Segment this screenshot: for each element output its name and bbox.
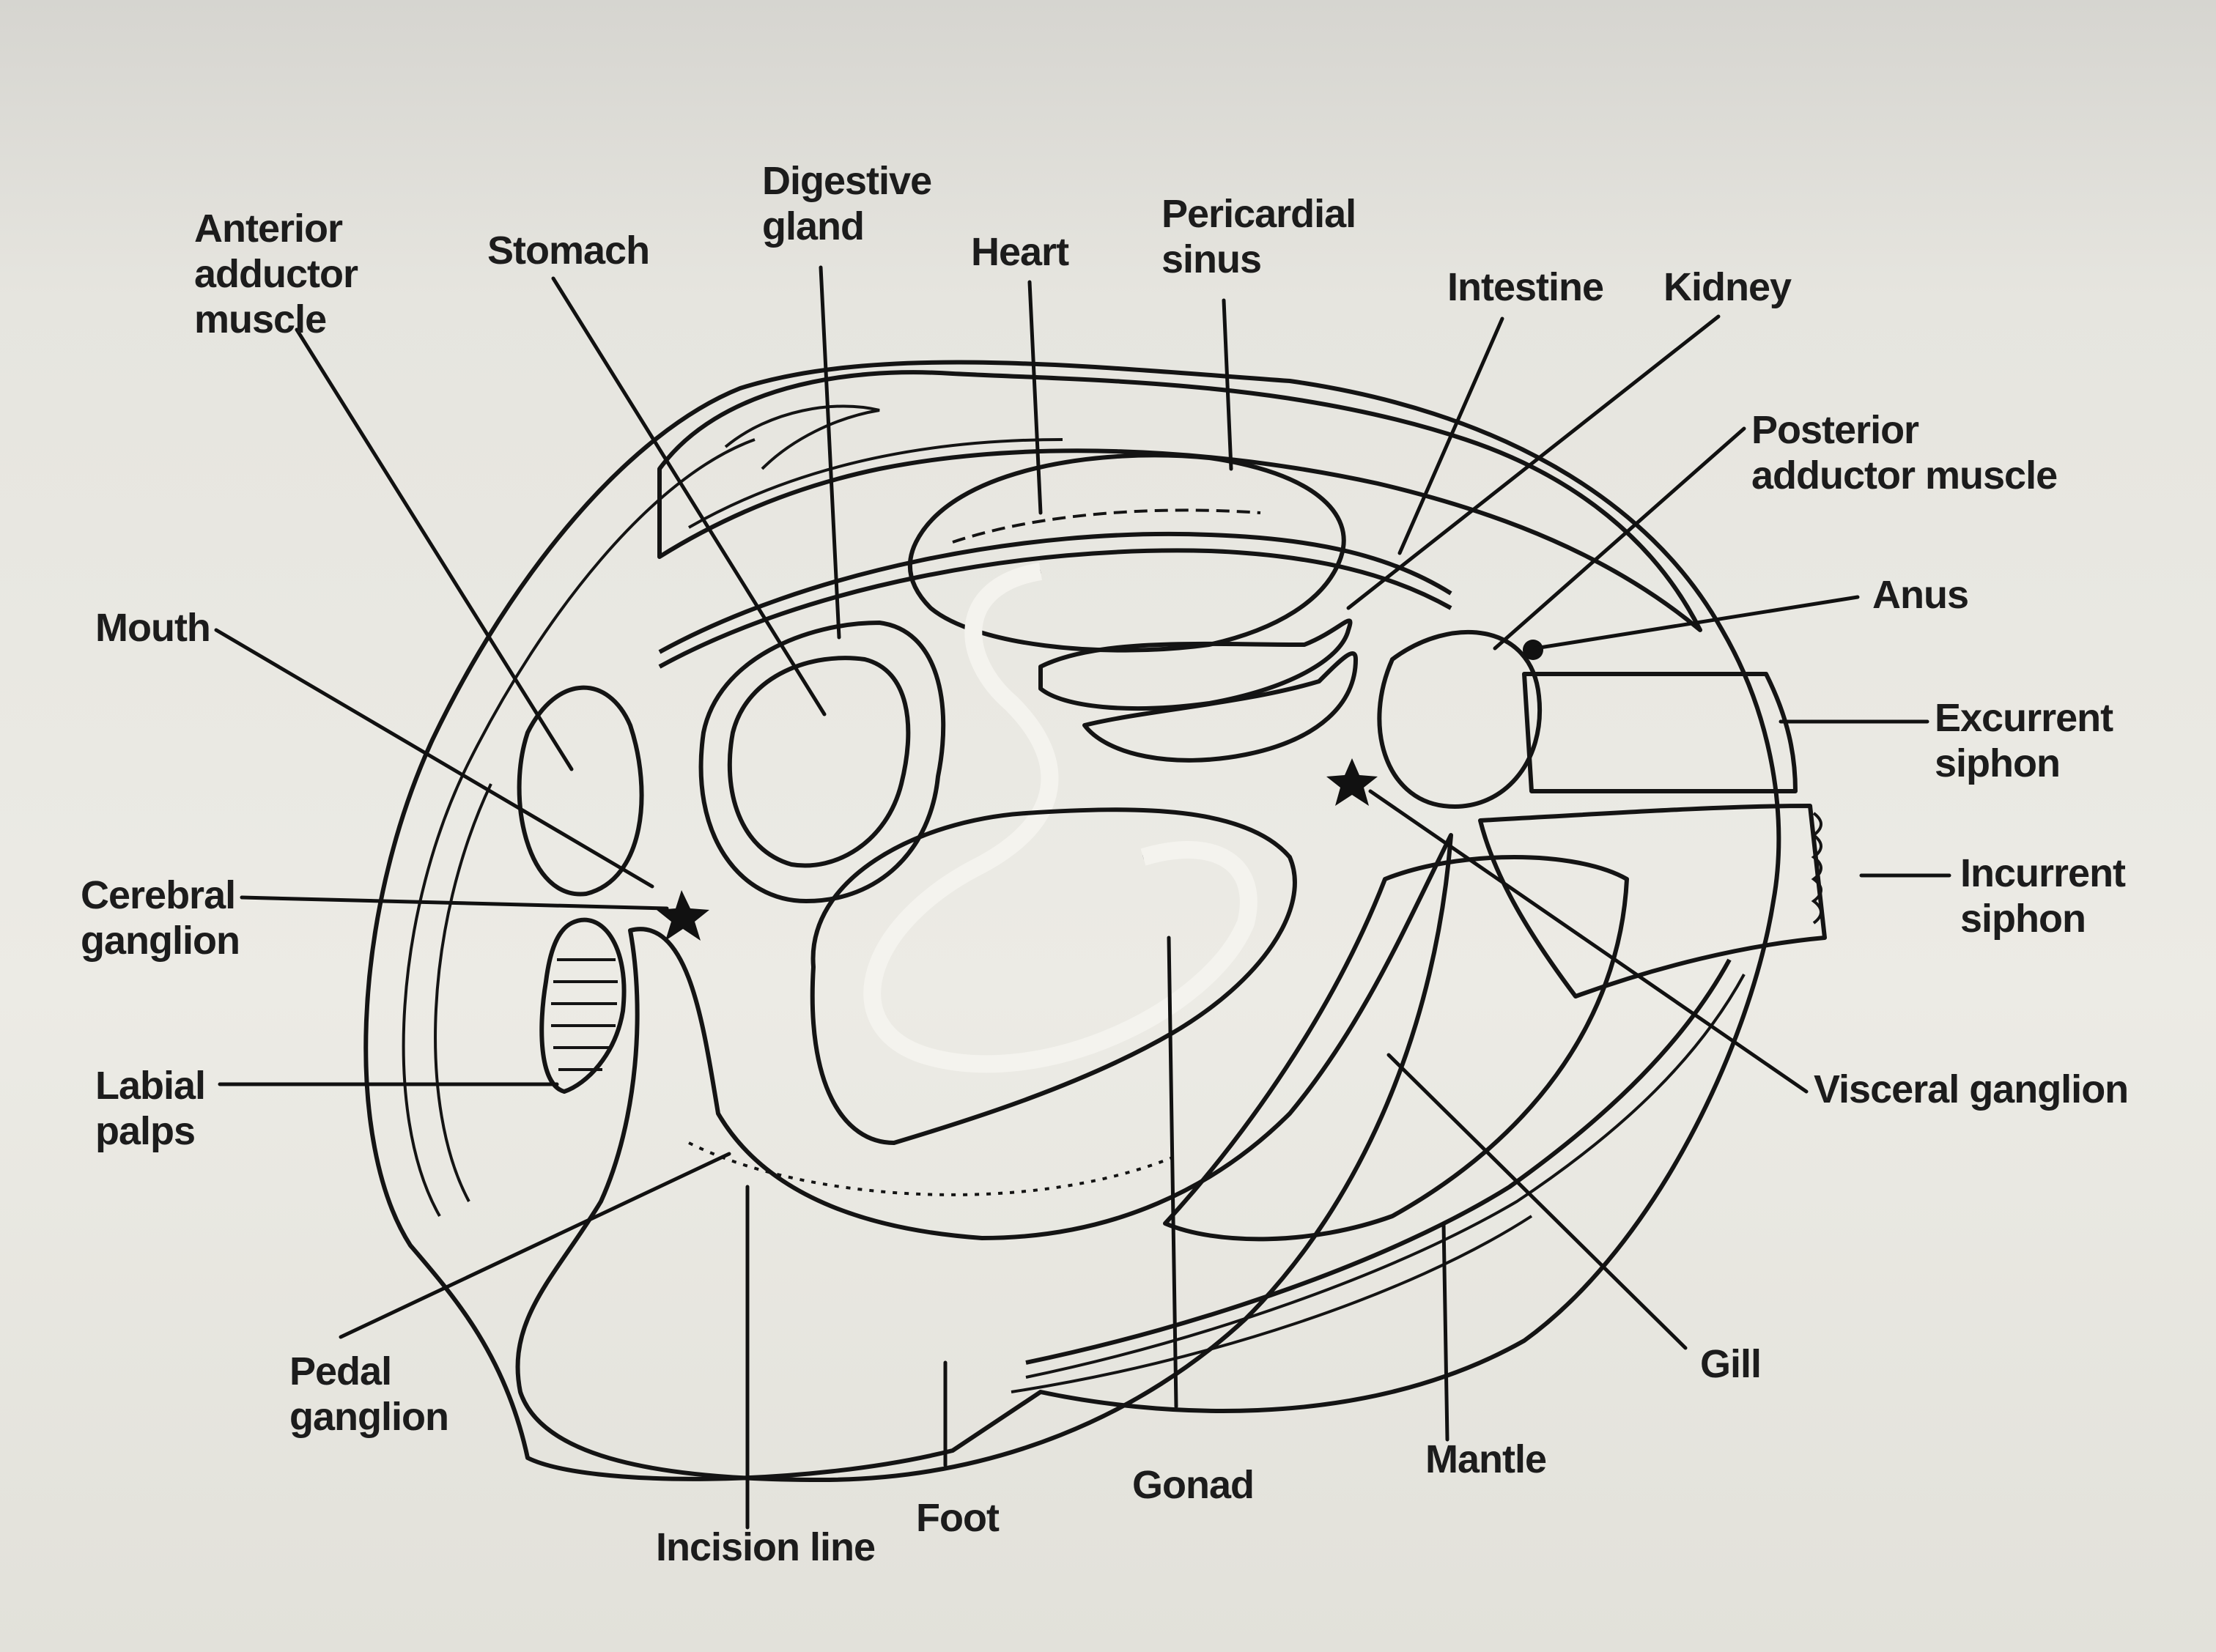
gill-shape: [1163, 855, 1629, 1242]
label-line: siphon: [1935, 741, 2060, 785]
label-foot: Foot: [916, 1496, 1000, 1540]
label-heart: Heart: [971, 230, 1069, 274]
label-line: Stomach: [487, 229, 649, 273]
label-line: Incurrent: [1960, 851, 2126, 895]
leader-stomach: [551, 276, 827, 716]
label-line: sinus: [1161, 237, 1261, 281]
label-incision-line: Incision line: [656, 1525, 875, 1569]
label-line: Heart: [971, 230, 1069, 274]
leader-anus: [1533, 595, 1860, 651]
leader-visceral-ganglion: [1368, 789, 1809, 1094]
label-line: Kidney: [1663, 265, 1792, 309]
leader-gonad: [1167, 936, 1178, 1409]
label-line: Digestive: [762, 159, 931, 203]
label-gonad: Gonad: [1132, 1463, 1254, 1507]
label-visceral-ganglion: Visceral ganglion: [1814, 1067, 2128, 1111]
leader-mouth: [214, 628, 654, 889]
gonad-shape: [810, 807, 1297, 1145]
labial-palps-shape: [539, 917, 627, 1094]
mantle-rim: [1011, 958, 1746, 1393]
leader-gill: [1386, 1053, 1688, 1350]
label-line: Intestine: [1447, 265, 1603, 309]
foot-shape: [515, 833, 1453, 1482]
label-line: ganglion: [81, 919, 240, 963]
label-gill: Gill: [1700, 1342, 1761, 1386]
ganglia-markers: [657, 640, 1543, 941]
label-stomach: Stomach: [487, 229, 649, 273]
leader-heart: [1027, 280, 1043, 515]
label-kidney: Kidney: [1663, 265, 1792, 309]
label-line: siphon: [1960, 897, 2086, 941]
label-mouth: Mouth: [95, 606, 210, 650]
posterior-adductor-shape: [1377, 629, 1543, 809]
leader-kidney: [1346, 314, 1721, 610]
label-line: adductor: [194, 252, 358, 296]
label-line: Mouth: [95, 606, 210, 650]
label-line: Gonad: [1132, 1463, 1254, 1507]
leader-mantle: [1441, 1221, 1449, 1442]
shell-outline: [363, 360, 1781, 1481]
leader-posterior-adductor: [1493, 426, 1746, 651]
siphon-shapes: [1478, 672, 1827, 999]
leader-digestive-gland: [819, 265, 841, 640]
label-line: Excurrent: [1935, 696, 2113, 740]
leader-anterior-adductor: [295, 327, 574, 771]
digestive-gland-shape: [698, 621, 946, 903]
label-line: Labial: [95, 1064, 205, 1108]
label-line: Mantle: [1425, 1437, 1546, 1481]
leader-pedal-ganglion: [339, 1152, 731, 1339]
label-line: Incision line: [656, 1525, 875, 1569]
label-line: Visceral ganglion: [1814, 1067, 2128, 1111]
hinge-band: [657, 370, 1702, 632]
label-line: Foot: [916, 1496, 1000, 1540]
heart-region: [907, 453, 1346, 653]
label-line: muscle: [194, 297, 326, 341]
leader-pericardial-sinus: [1222, 298, 1233, 471]
anterior-adductor-shape: [517, 685, 644, 897]
label-line: Posterior: [1751, 408, 1919, 452]
intestine-shape: [658, 531, 1452, 1073]
leader-cerebral-ganglion: [240, 895, 669, 911]
kidney-shape: [1038, 618, 1358, 763]
label-line: Anterior: [194, 207, 343, 251]
label-line: Cerebral: [81, 873, 235, 917]
label-line: adductor muscle: [1751, 453, 2057, 497]
label-line: gland: [762, 204, 864, 248]
label-line: Pedal: [289, 1349, 391, 1393]
label-line: palps: [95, 1109, 195, 1153]
label-line: Pericardial: [1161, 192, 1356, 236]
label-line: ganglion: [289, 1395, 448, 1439]
label-intestine: Intestine: [1447, 265, 1603, 309]
leader-lines: [214, 265, 1951, 1530]
label-line: Gill: [1700, 1342, 1761, 1386]
label-mantle: Mantle: [1425, 1437, 1546, 1481]
label-anus: Anus: [1872, 573, 1968, 617]
label-line: Anus: [1872, 573, 1968, 617]
leader-intestine: [1397, 316, 1504, 555]
